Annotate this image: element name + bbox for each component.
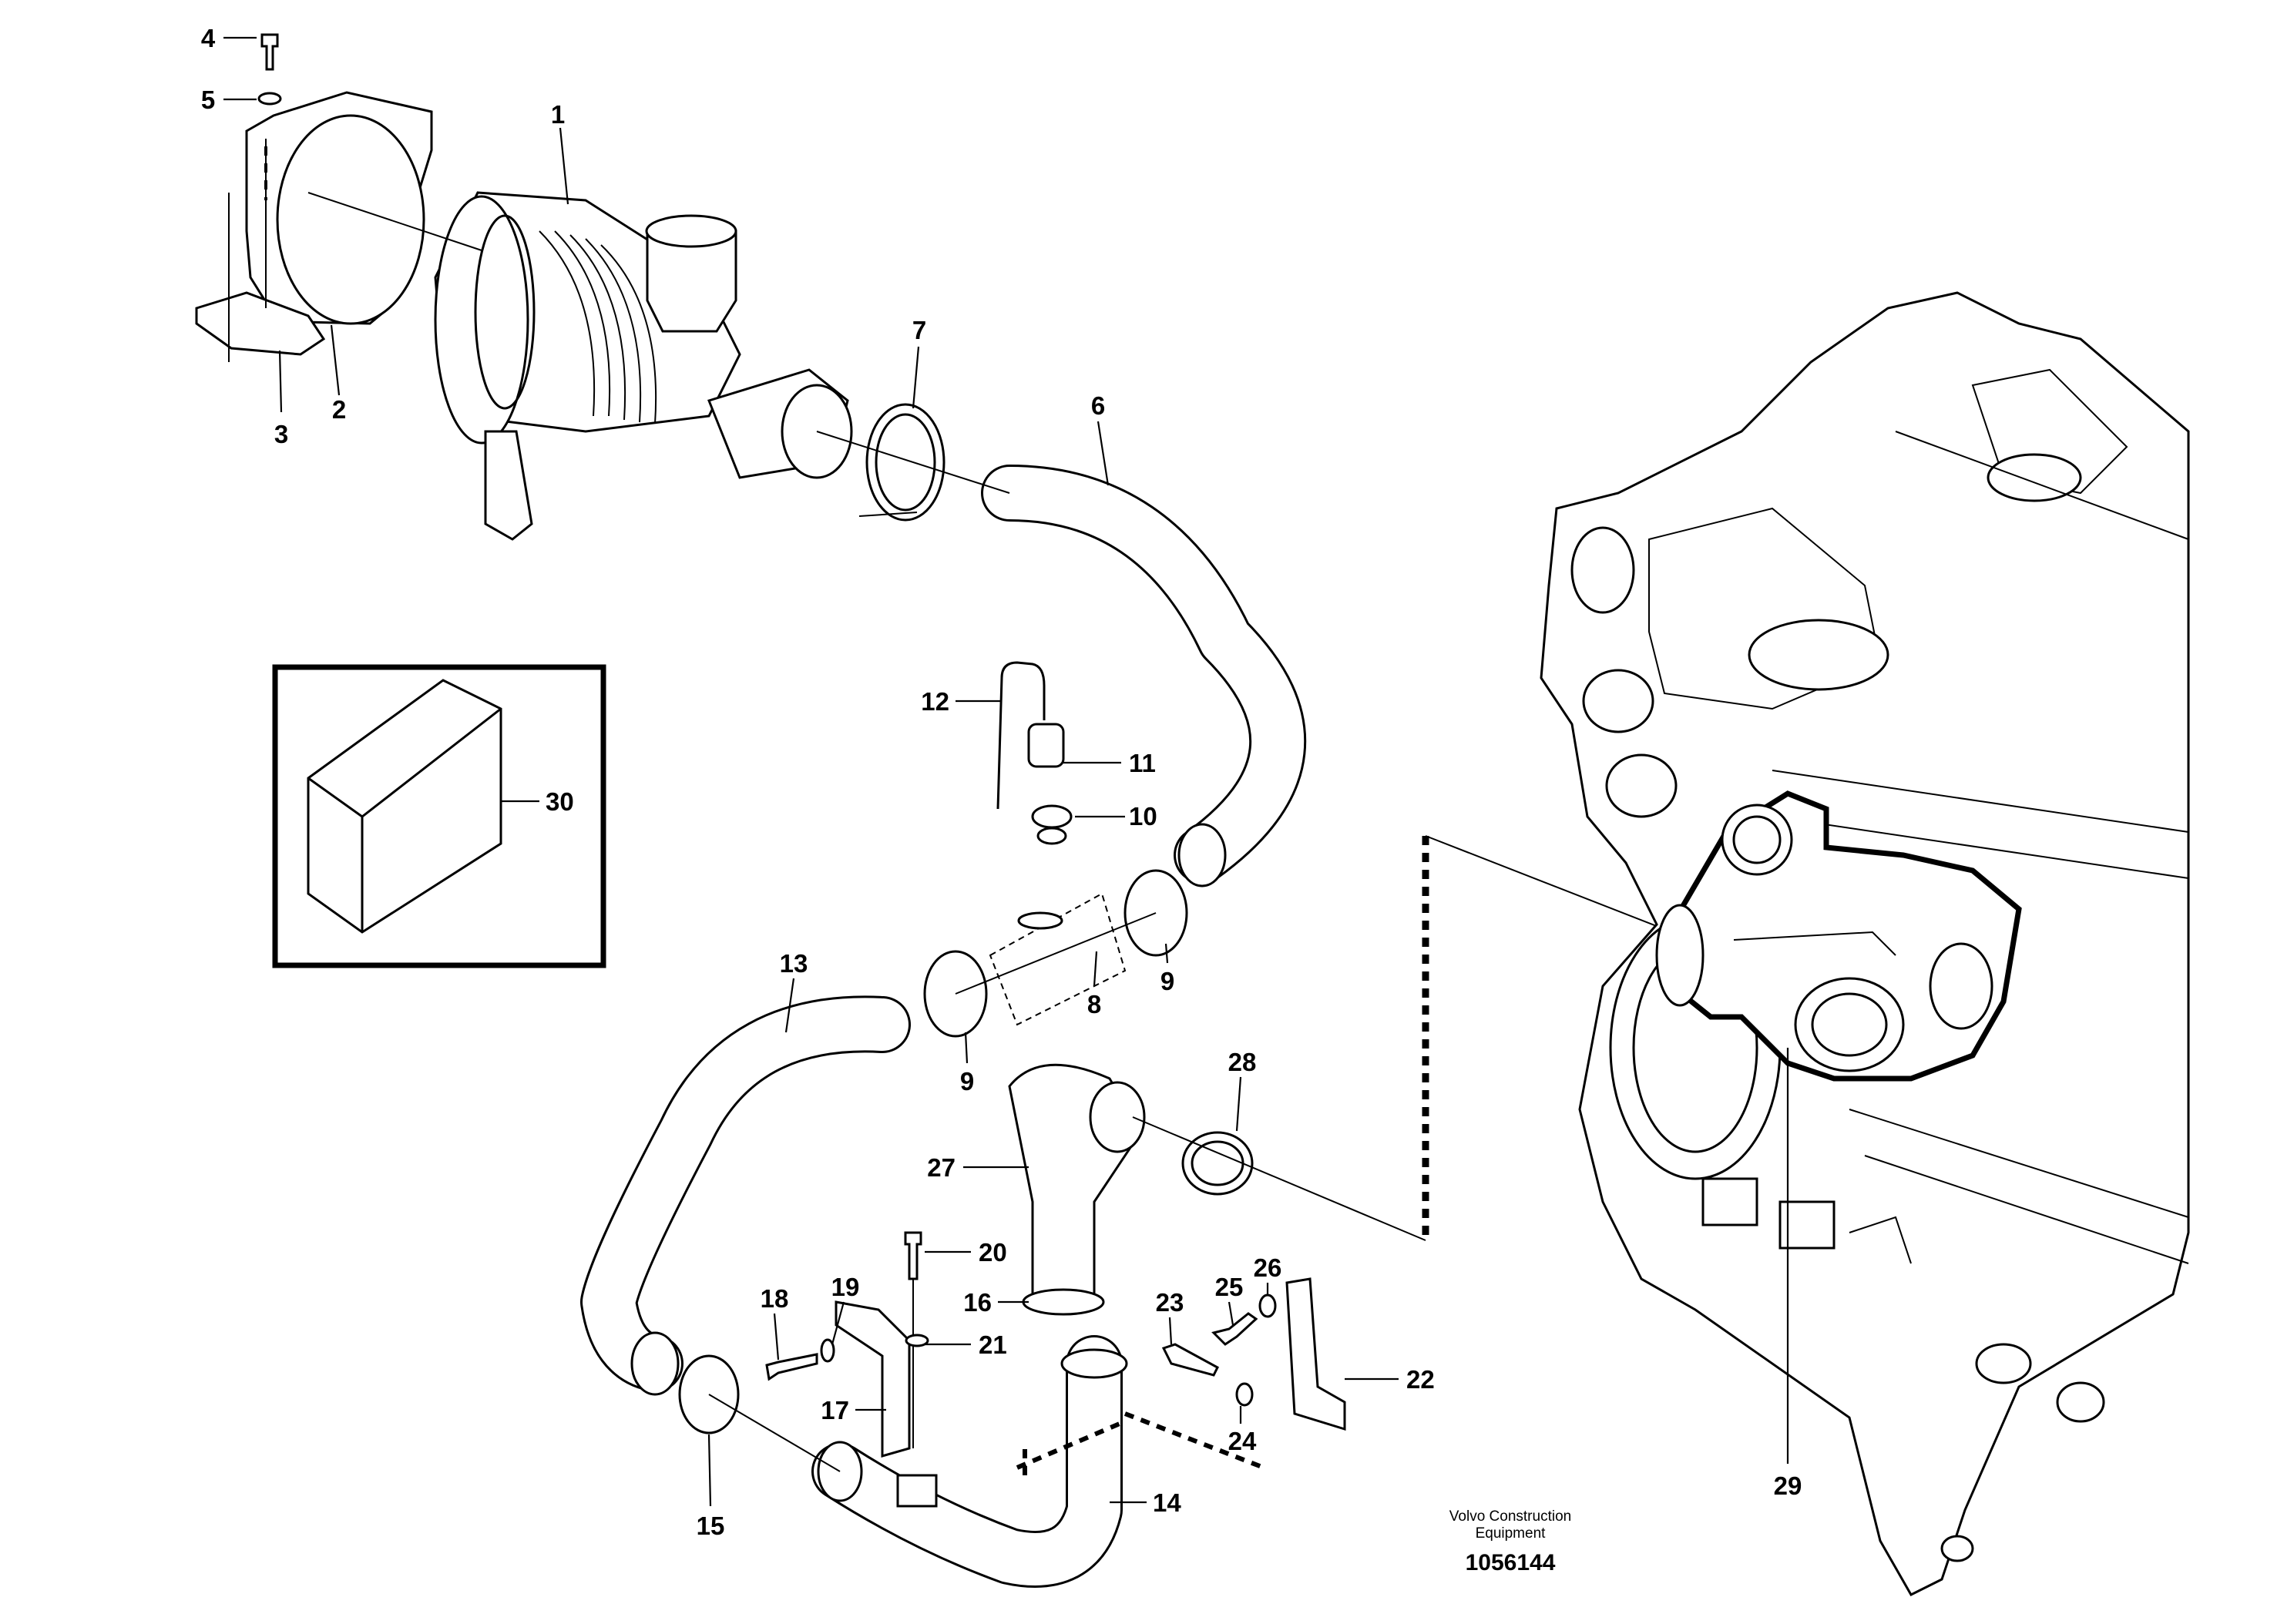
part-labels: 1 2 3 4 5 6 7 8 9 9 10 11 12 13 14 15 16… bbox=[201, 24, 1802, 1540]
part-label: 26 bbox=[1254, 1253, 1282, 1282]
part-label: 13 bbox=[780, 949, 808, 978]
hose-clamp-7 bbox=[858, 403, 945, 522]
connection-lines bbox=[307, 192, 1673, 1475]
part-label: 29 bbox=[1774, 1471, 1802, 1500]
part-label: 22 bbox=[1406, 1365, 1435, 1394]
title-block: Volvo Construction Equipment 1056144 bbox=[1449, 1508, 1571, 1575]
pipe-connector bbox=[989, 892, 1127, 1026]
part-label: 11 bbox=[1129, 749, 1156, 777]
part-label: 17 bbox=[821, 1396, 849, 1424]
j-pipe bbox=[811, 1335, 1128, 1588]
part-label: 14 bbox=[1153, 1488, 1181, 1517]
part-label: 18 bbox=[761, 1284, 789, 1313]
manufacturer-line2: Equipment bbox=[1476, 1525, 1547, 1542]
elbow-hose bbox=[1008, 1063, 1146, 1296]
manufacturer-line1: Volvo Construction bbox=[1449, 1508, 1571, 1525]
drawing-number: 1056144 bbox=[1466, 1550, 1556, 1575]
turbocharger bbox=[1655, 790, 2022, 1464]
pressure-sensor bbox=[996, 661, 1073, 845]
hose-clamp-16 bbox=[1022, 1288, 1105, 1316]
part-label: 25 bbox=[1215, 1273, 1244, 1301]
lower-hose bbox=[580, 995, 911, 1396]
part-label: 23 bbox=[1156, 1288, 1184, 1317]
air-filter bbox=[434, 191, 853, 541]
part-label: 27 bbox=[927, 1153, 956, 1182]
part-label: 24 bbox=[1228, 1427, 1257, 1455]
kit-box bbox=[272, 664, 606, 968]
part-label: 4 bbox=[201, 24, 216, 52]
part-label: 9 bbox=[1160, 967, 1174, 995]
part-label: 12 bbox=[921, 687, 949, 716]
part-label: 9 bbox=[960, 1067, 974, 1096]
air-cleaner-bracket bbox=[195, 33, 433, 362]
part-label: 15 bbox=[697, 1512, 725, 1540]
part-label: 28 bbox=[1228, 1048, 1257, 1076]
part-label: 21 bbox=[979, 1330, 1007, 1359]
part-label: 7 bbox=[912, 316, 926, 344]
part-label: 1 bbox=[551, 100, 565, 129]
part-label: 3 bbox=[274, 420, 288, 448]
part-label: 8 bbox=[1087, 990, 1101, 1018]
part-label: 10 bbox=[1129, 802, 1157, 830]
part-label: 5 bbox=[201, 86, 215, 114]
part-label: 6 bbox=[1091, 391, 1105, 420]
part-label: 30 bbox=[546, 787, 574, 816]
bracket-17 bbox=[765, 1231, 929, 1458]
part-label: 16 bbox=[963, 1288, 992, 1317]
part-label: 20 bbox=[979, 1238, 1007, 1267]
part-label: 19 bbox=[831, 1273, 860, 1301]
part-label: 2 bbox=[332, 395, 346, 424]
bracket-22 bbox=[1161, 1277, 1346, 1431]
leader-lines bbox=[223, 36, 1399, 1507]
upper-hose bbox=[981, 465, 1307, 887]
